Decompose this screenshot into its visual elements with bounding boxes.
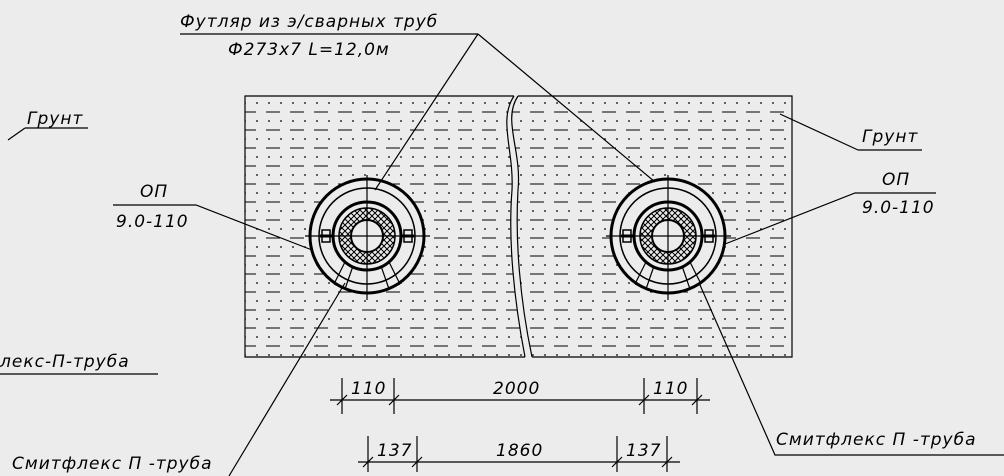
- casing-label-line2: Ф273х7 L=12,0м: [228, 40, 390, 60]
- pipe-leader-bottom-left: [228, 282, 346, 476]
- support-leader-right: [724, 192, 936, 245]
- dim-row2-left: 137: [377, 441, 412, 461]
- ground-label-right: Грунт: [862, 127, 918, 147]
- dim-row2-middle: 1860: [496, 441, 543, 461]
- dim-row1-right: 110: [653, 379, 688, 399]
- dimension-row-1: 110 2000 110: [330, 378, 710, 414]
- casing-label-line1: Футляр из э/сварных труб: [180, 12, 438, 32]
- dimension-row-2: 137 1860 137: [358, 436, 680, 472]
- dim-row1-left: 110: [351, 379, 386, 399]
- dim-row1-middle: 2000: [493, 379, 540, 399]
- support-label-right-top: ОП: [882, 170, 910, 190]
- support-leader-left: [113, 204, 313, 251]
- support-label-left-bottom: 9.0-110: [116, 212, 189, 232]
- pipe-assembly-right: [606, 175, 731, 300]
- ground-leader-left: [7, 127, 88, 141]
- support-label-right-bottom: 9.0-110: [862, 198, 935, 218]
- pipe-label-left-partial: лекс-П-труба: [0, 352, 130, 372]
- pipe-leader-bottom-right: [699, 284, 1004, 456]
- ground-leader-right: [779, 113, 922, 151]
- casing-leaders: [374, 33, 656, 191]
- dim-row2-right: 137: [626, 441, 661, 461]
- pipe-label-bottom-right: Смитфлекс П -труба: [776, 430, 977, 450]
- pipe-assembly-left: [305, 175, 430, 300]
- pipe-label-bottom-left: Смитфлекс П -труба: [12, 454, 213, 474]
- support-label-left-top: ОП: [140, 182, 168, 202]
- ground-label-left: Грунт: [27, 109, 83, 129]
